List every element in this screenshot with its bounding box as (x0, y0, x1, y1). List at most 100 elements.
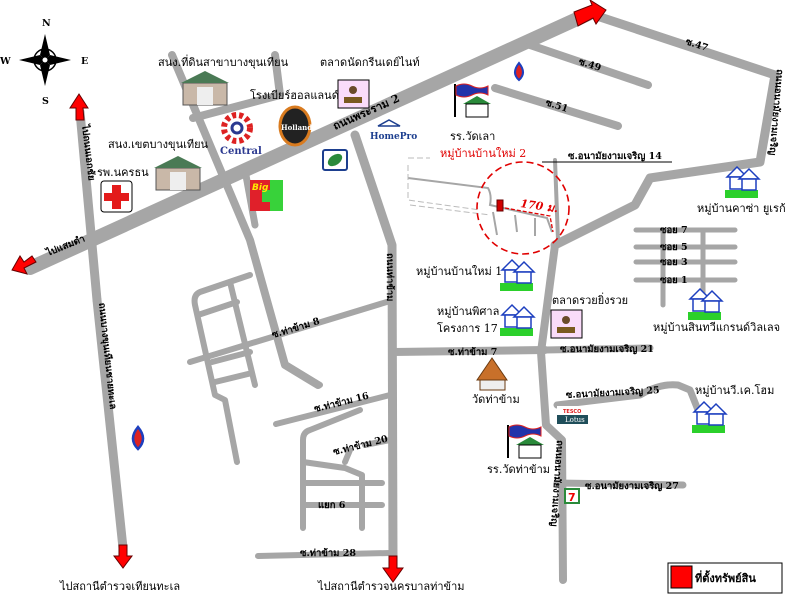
arrow-ne-icon (573, 0, 607, 27)
school-wat-lao-icon (454, 83, 491, 118)
bigc-logo: Big (250, 180, 283, 211)
compass-e: E (81, 56, 88, 67)
road-anamai-north (550, 70, 780, 250)
road-soi-anamai-25 (553, 381, 702, 414)
wat-thakham-icon (476, 357, 508, 391)
arrow-sw-icon (11, 255, 37, 275)
district-office-icon (154, 156, 202, 191)
holland-logo-text: Holland (281, 123, 312, 132)
leaf-logo-icon (322, 149, 348, 171)
village-banmai1-icon (500, 258, 536, 291)
road-soi-47 (592, 11, 780, 80)
legend-label: ที่ตั้งทรัพย์สิน (695, 570, 756, 585)
police-thakham-label: ไปสถานีตำรวจนครบาลท่าข้าม (317, 580, 465, 593)
soi-7-label: ซอย 7 (660, 225, 688, 236)
yaek-6-label: แยก 6 (318, 500, 346, 511)
arrow-down-left-icon (113, 544, 133, 569)
district-office-label: สนง.เขตบางขุนเทียน (108, 138, 209, 151)
school-wat-thakham-icon (507, 424, 544, 459)
road-soi-thakham-16 (273, 392, 393, 427)
hospital-label: รพ.นครธน (97, 166, 149, 179)
village-casa-label: หมู่บ้านคาซ่า ยูเรก้า (697, 202, 785, 215)
road-soi-51 (491, 84, 622, 130)
school-wat-lao-label: รร.วัดเลา (450, 130, 495, 143)
soi-3-label: ซอย 3 (660, 257, 688, 268)
road-rama2 (23, 7, 595, 275)
village-vk-label: หมู่บ้านวี.เค.โฮม (695, 383, 774, 397)
village-casa-icon (725, 165, 761, 198)
soi-thakham-7-label: ซ.ท่าข้าม 7 (448, 346, 497, 358)
road-soi-anamai-14 (553, 158, 560, 242)
central-logo: Central (220, 112, 262, 157)
homepro-logo: HomePro (370, 119, 417, 142)
village-vk-icon (692, 400, 728, 433)
target-radius-circle (476, 161, 570, 255)
gas-station-icon (514, 61, 524, 82)
road-ekachai (75, 107, 102, 305)
road-soi-anamai-27 (553, 479, 687, 489)
bigc-logo-text: Big (252, 183, 269, 193)
police-tientalay-label: ไปสถานีตำรวจเทียนทะเล (59, 580, 180, 593)
village-icons (500, 165, 761, 433)
soi-anamai-14-label: ซ.อนามัยงามเจริญ 14 (568, 151, 662, 162)
market-ruay-label: ตลาดรวยยิ่งรวย (552, 292, 628, 307)
hospital-icon (100, 180, 133, 213)
labels: สนง.ที่ดินสาขาบางขุนเทียน โรงเบียร์ฮอลแล… (44, 36, 785, 593)
road-bkt-chaitalay (92, 295, 128, 553)
legend-swatch (670, 565, 693, 589)
school-wat-thakham-label: รร.วัดท่าข้าม (487, 463, 550, 476)
compass-n: N (42, 18, 51, 29)
market-ruay-icon (550, 309, 583, 339)
road-left-block (191, 272, 253, 465)
arrow-up-icon (69, 93, 89, 121)
arrow-down-center-icon (382, 555, 404, 583)
lotus-logo-text: Lotus (565, 416, 585, 424)
compass-w: W (0, 56, 11, 67)
road-land-office-loop (189, 51, 284, 122)
seven-logo-text: 7 (568, 491, 576, 504)
village-grand-icon (688, 287, 724, 320)
village-banmai1-label: หมู่บ้านบ้านใหม่ 1 (416, 265, 502, 278)
road-soi-thakham-28 (255, 550, 393, 559)
legend: ที่ตั้งทรัพย์สิน (667, 562, 783, 594)
village-phithan-label-2: โครงการ 17 (437, 321, 498, 335)
tesco-logo-text: TESCO (563, 409, 581, 415)
property-marker (496, 199, 504, 212)
soi-anamai-25-label: ซ.อนามัยงามเจริญ 25 (566, 385, 660, 401)
target-location: 170 ม. หมู่บ้านบ้านใหม่ 2 ซ.อนามัยงามเจร… (440, 147, 672, 255)
road-soi-thakham-7 (389, 346, 549, 356)
holland-logo: Holland (278, 105, 312, 147)
road-anamai-south (537, 241, 567, 584)
tesco-lotus-logo: TESCO Lotus (557, 406, 588, 424)
soi-51-label: ซ.51 (544, 97, 569, 115)
homepro-logo-text: HomePro (370, 132, 417, 142)
village-phithan-label-1: หมู่บ้านพิศาล (437, 305, 499, 318)
land-office-label: สนง.ที่ดินสาขาบางขุนเทียน (158, 54, 289, 69)
market-night-icon (337, 79, 370, 109)
soi-anamai-27-label: ซ.อนามัยงามเจริญ 27 (585, 481, 679, 492)
road-village-banmai2 (407, 177, 553, 236)
road-soi-thakham-20 (300, 407, 393, 531)
soi-anamai-21-label: ซ.อนามัยงามเจริญ 21 (560, 344, 654, 355)
soi-5-label: ซอย 5 (660, 242, 688, 253)
road-left-block-2 (195, 279, 323, 388)
seven-eleven-logo: 7 (564, 488, 580, 504)
tha-kham-label: ถนนท่าข้าม (384, 253, 396, 301)
village-grand-label: หมู่บ้านสินทวีแกรนด์วิลเลจ (653, 321, 780, 334)
wat-thakham-label: วัดท่าข้าม (472, 393, 520, 406)
central-logo-text: Central (220, 146, 262, 157)
compass-s: S (42, 96, 49, 107)
soi-49-label: ซ.49 (577, 56, 603, 74)
land-office-icon (181, 71, 229, 106)
road-tha-kham (350, 130, 398, 565)
soi-thakham-28-label: ซ.ท่าข้าม 28 (300, 547, 356, 559)
distance-label: 170 ม. (520, 197, 559, 215)
village-phithan-icon (500, 303, 536, 336)
road-soi-grid (633, 227, 738, 308)
soi-thakham-20-label: ซ.ท่าข้าม 20 (332, 433, 390, 458)
roads (23, 7, 780, 584)
green-day-market-label: ตลาดนัดกรีนเดย์ไนท์ (320, 56, 420, 69)
brewery-label: โรงเบียร์ฮอลแลนด์ (250, 88, 339, 102)
